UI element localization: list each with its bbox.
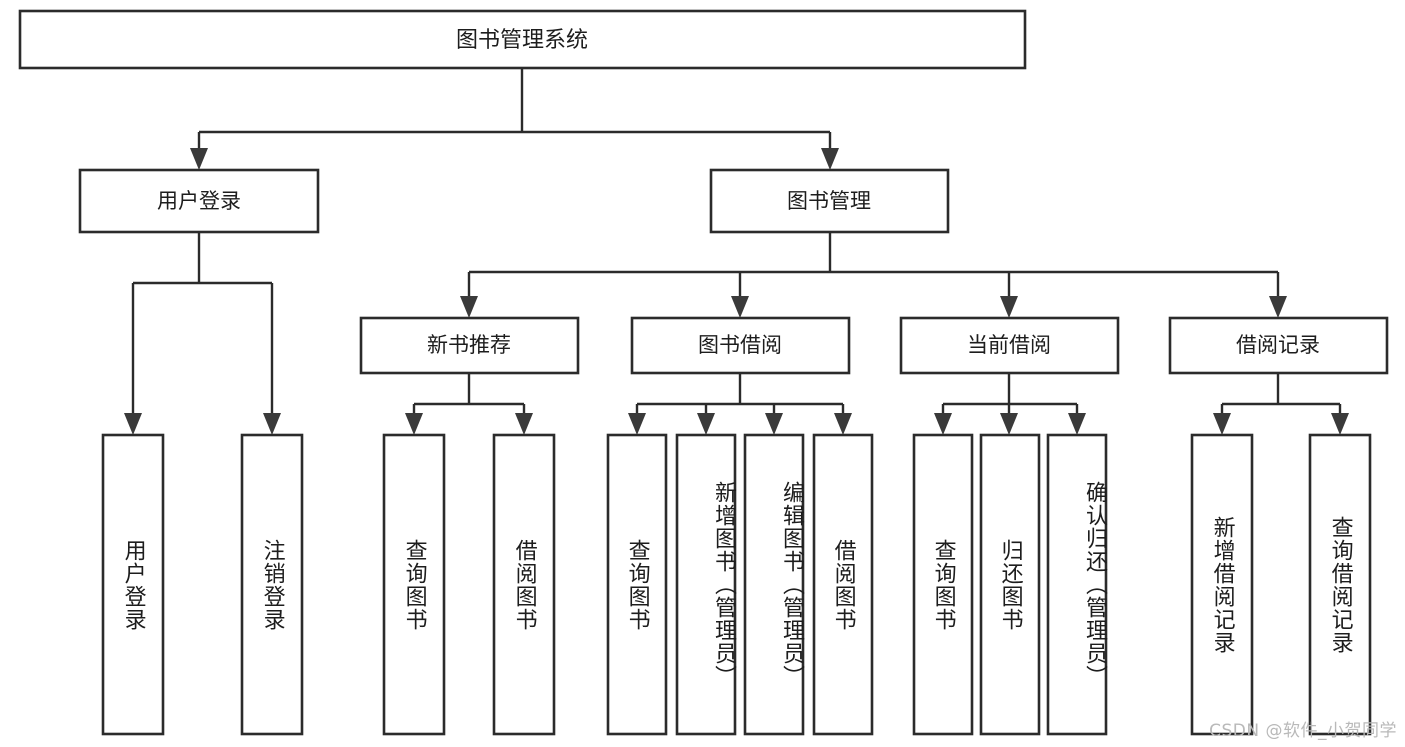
arrowhead-new-book-recommend (460, 296, 478, 318)
label-user-login: 用户登录 (157, 189, 241, 213)
node-leaf-edit-book[interactable] (743, 433, 805, 736)
node-leaf-borrow-book-2[interactable] (812, 433, 874, 736)
arrowhead-leaf-add-record (1213, 413, 1231, 435)
node-leaf-query-record[interactable] (1308, 433, 1372, 736)
label-book-borrow: 图书借阅 (698, 333, 782, 357)
node-leaf-user-logout[interactable] (240, 433, 304, 736)
arrowhead-leaf-borrow-book-1 (515, 413, 533, 435)
label-borrow-record: 借阅记录 (1236, 333, 1320, 357)
node-current-borrow[interactable] (899, 316, 1120, 375)
node-leaf-query-book-2[interactable] (606, 433, 668, 736)
connector-layer (124, 68, 1349, 435)
arrowhead-leaf-borrow-book-2 (834, 413, 852, 435)
node-leaf-add-record[interactable] (1190, 433, 1254, 736)
node-user-login[interactable] (78, 168, 320, 234)
arrowhead-book-manage (821, 148, 839, 170)
node-layer (18, 9, 1389, 736)
arrowhead-leaf-user-logout (263, 413, 281, 435)
node-borrow-record[interactable] (1168, 316, 1389, 375)
arrowhead-book-borrow (731, 296, 749, 318)
arrowhead-current-borrow (1000, 296, 1018, 318)
arrowhead-leaf-edit-book (765, 413, 783, 435)
node-leaf-confirm-return[interactable] (1046, 433, 1108, 736)
node-leaf-user-login[interactable] (101, 433, 165, 736)
arrowhead-user-login (190, 148, 208, 170)
node-leaf-return-book[interactable] (979, 433, 1041, 736)
arrowhead-leaf-return-book (1000, 413, 1018, 435)
label-root: 图书管理系统 (456, 28, 588, 53)
node-leaf-query-book-3[interactable] (912, 433, 974, 736)
node-leaf-add-book[interactable] (675, 433, 737, 736)
arrowhead-leaf-user-login (124, 413, 142, 435)
label-new-book-recommend: 新书推荐 (427, 333, 511, 357)
node-new-book-recommend[interactable] (359, 316, 580, 375)
arrowhead-leaf-query-record (1331, 413, 1349, 435)
arrowhead-leaf-add-book (697, 413, 715, 435)
node-book-borrow[interactable] (630, 316, 851, 375)
horizontal-label-layer: 图书管理系统 用户登录 图书管理 新书推荐 图书借阅 当前借阅 借阅记录 (157, 28, 1320, 357)
arrowhead-leaf-query-book-3 (934, 413, 952, 435)
node-leaf-query-book-1[interactable] (382, 433, 446, 736)
node-book-manage[interactable] (709, 168, 950, 234)
watermark-text: CSDN @软件_小贺同学 (1209, 721, 1397, 741)
label-current-borrow: 当前借阅 (967, 333, 1051, 357)
label-book-manage: 图书管理 (787, 189, 871, 213)
arrowhead-leaf-query-book-1 (405, 413, 423, 435)
node-leaf-borrow-book-1[interactable] (492, 433, 556, 736)
arrowhead-leaf-confirm-return (1068, 413, 1086, 435)
node-root[interactable] (18, 9, 1027, 70)
arrowhead-borrow-record (1269, 296, 1287, 318)
arrowhead-leaf-query-book-2 (628, 413, 646, 435)
